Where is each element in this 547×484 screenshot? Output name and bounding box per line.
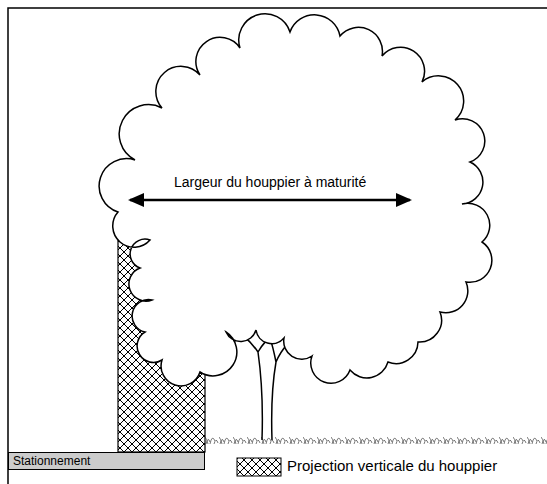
tree-crown [99, 14, 492, 386]
dimension-label: Largeur du houppier à maturité [171, 174, 369, 190]
width-arrow [130, 199, 410, 202]
parking-band: Stationnement [8, 452, 205, 470]
node-text: Stationnement [13, 454, 200, 468]
legend-swatch [237, 458, 281, 476]
grass [205, 428, 547, 446]
legend-text: Projection verticale du houppier [287, 457, 497, 474]
arrow-heads [128, 193, 412, 207]
frame [8, 8, 547, 484]
